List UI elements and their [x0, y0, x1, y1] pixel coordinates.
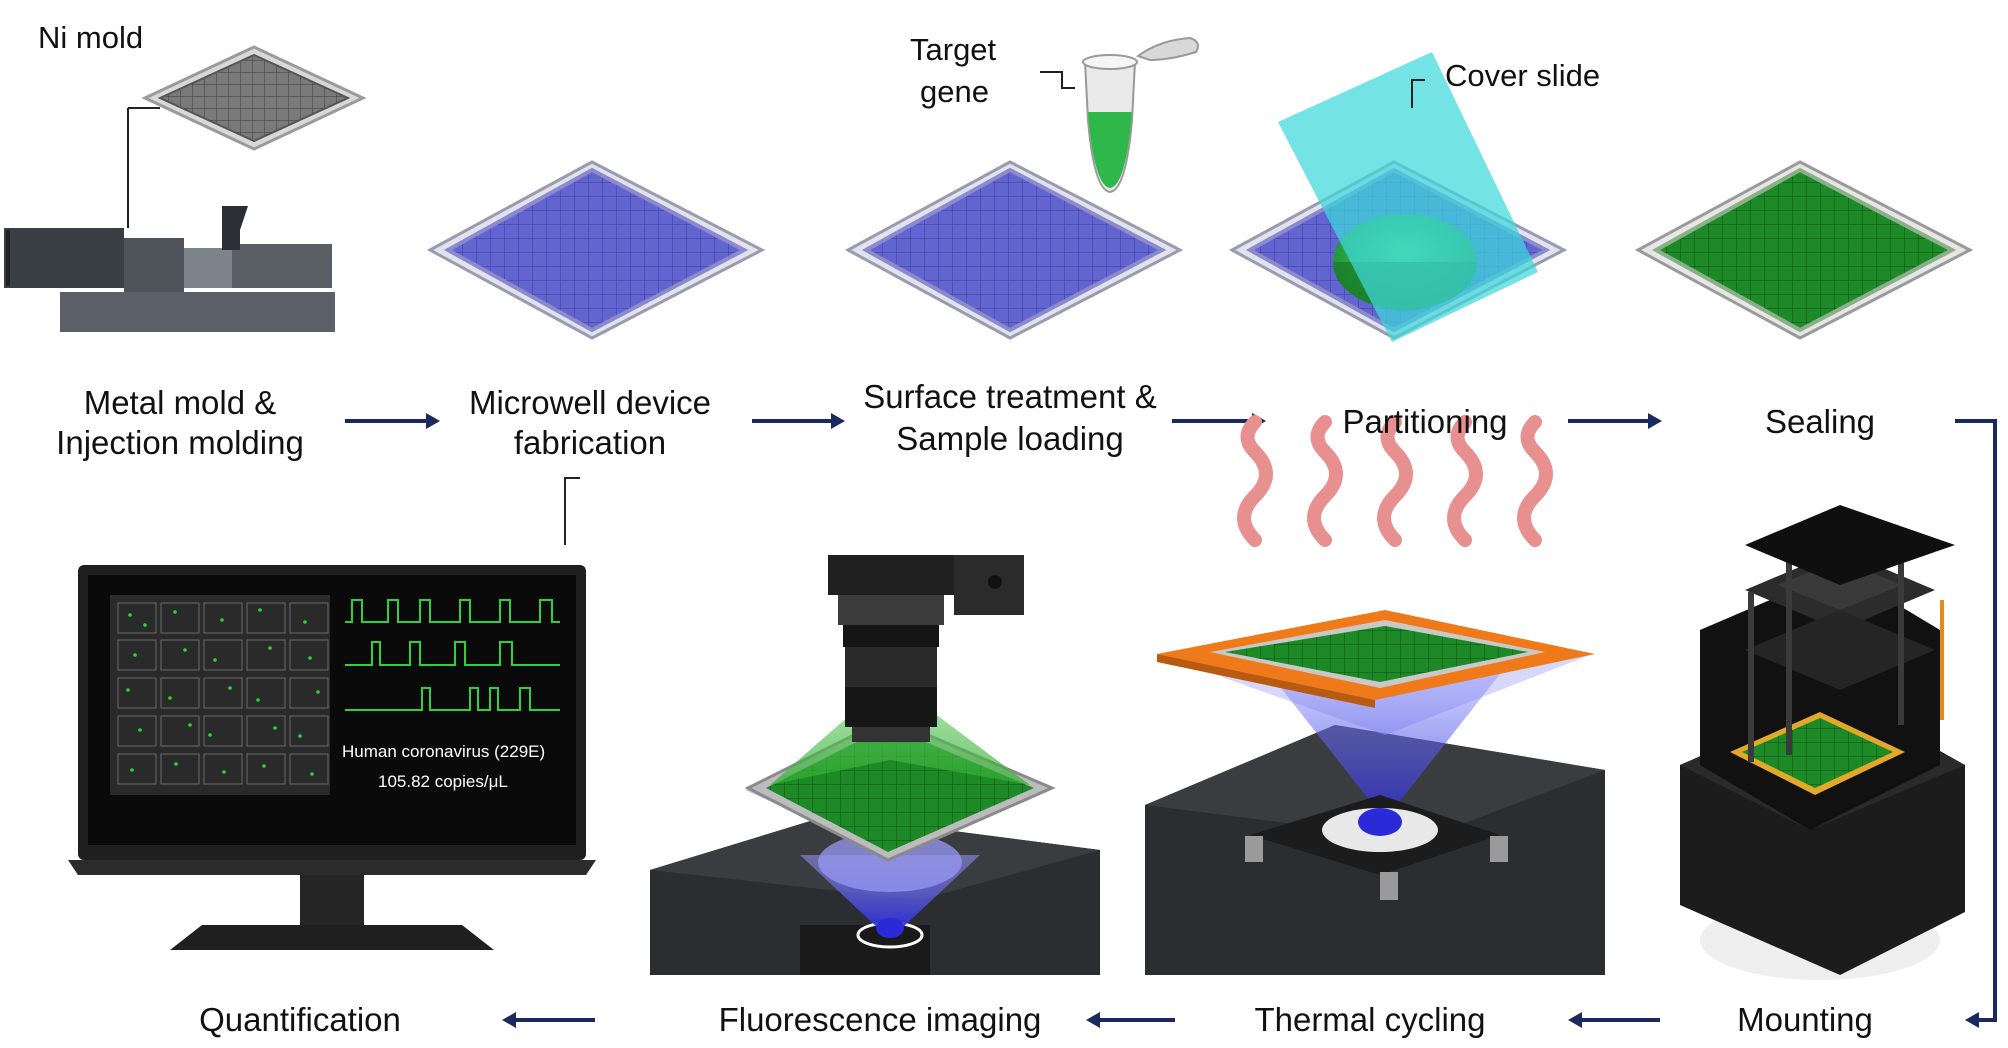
ni-mold-label: Ni mold — [38, 20, 144, 55]
step9-label: Quantification — [199, 1001, 401, 1038]
arrow-6 — [1086, 1012, 1175, 1028]
sample-tube-icon — [1040, 36, 1199, 194]
sealed-chip — [1634, 160, 1974, 340]
screen-well-grid — [117, 602, 329, 785]
callout-line — [564, 477, 580, 545]
step3-label-line2: Sample loading — [896, 420, 1124, 457]
step4-label: Partitioning — [1342, 403, 1508, 440]
microwell-chip — [426, 160, 766, 340]
screen-pulse-traces — [345, 599, 560, 711]
target-gene-label-line1: Target — [910, 32, 997, 67]
step1-label-line1: Metal mold & — [83, 384, 277, 421]
heater-plate — [1157, 610, 1595, 708]
step8-label: Fluorescence imaging — [718, 1001, 1042, 1038]
mounting-instrument — [1680, 505, 1965, 980]
injection-molding-machine — [4, 45, 367, 332]
connector-to-mounting — [1955, 419, 1997, 1028]
screen-concentration: 105.82 copies/μL — [378, 772, 508, 791]
cover-slide-label: Cover slide — [1445, 58, 1601, 93]
step7-label: Thermal cycling — [1254, 1001, 1486, 1038]
arrow-1 — [345, 413, 440, 429]
step3-label-line1: Surface treatment & — [863, 378, 1157, 415]
heat-waves — [1237, 415, 1553, 547]
screen-green-dots — [126, 608, 320, 776]
cover-slide — [1278, 52, 1538, 342]
camera — [770, 555, 1030, 785]
arrow-2 — [752, 413, 845, 429]
arrow-7 — [502, 1012, 595, 1028]
monitor — [68, 565, 596, 950]
screen-virus-name: Human coronavirus (229E) — [342, 742, 546, 761]
step2-label-line2: fabrication — [513, 424, 667, 461]
arrow-5 — [1568, 1012, 1660, 1028]
imaging-stage — [650, 735, 1100, 975]
step1-label-line2: Injection molding — [56, 424, 304, 461]
target-gene-label-line2: gene — [920, 74, 989, 109]
arrow-4 — [1568, 413, 1662, 429]
step2-label-line1: Microwell device — [468, 384, 712, 421]
step5-label: Sealing — [1764, 403, 1876, 440]
step6-label: Mounting — [1737, 1001, 1873, 1038]
sample-loading-chip — [844, 160, 1184, 340]
